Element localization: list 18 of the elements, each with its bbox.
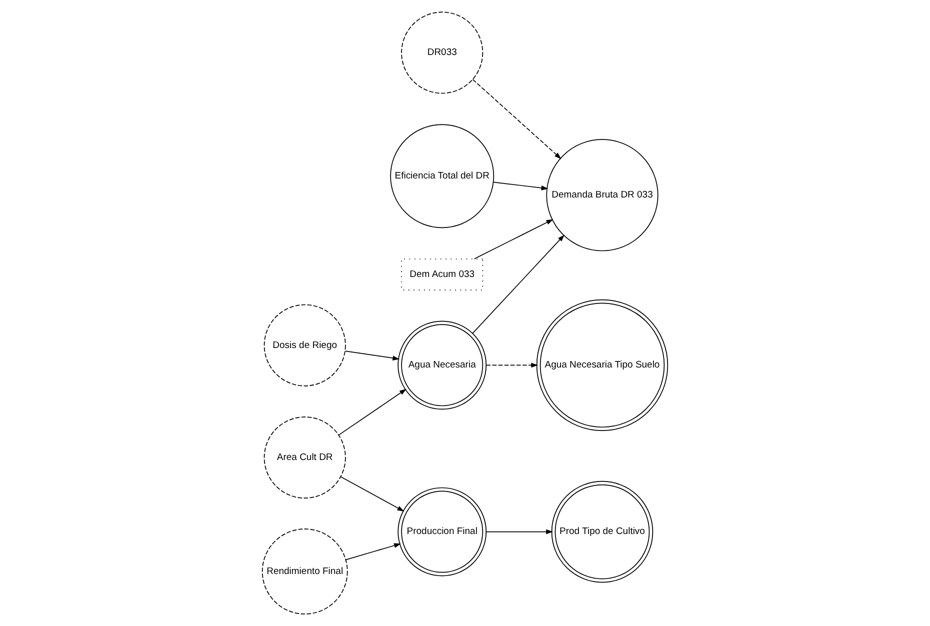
arrow [344, 350, 400, 360]
arrow [340, 476, 404, 512]
node-circle: Rendimiento Final [262, 528, 348, 614]
node-circle: Prod Tipo de Cultivo [551, 480, 654, 583]
arrow [338, 388, 406, 436]
arrow [345, 543, 401, 560]
node-circle: Area Cult DR [264, 416, 346, 499]
node-circle: Agua Necesaria Tipo Suelo [536, 299, 668, 432]
arrow [472, 234, 564, 334]
node-circle: Eficiencia Total del DR [390, 124, 494, 228]
arrow [486, 362, 538, 368]
node-box: Dem Acum 033 [401, 258, 484, 290]
arrow [474, 219, 554, 260]
node-circle: Dosis de Riego [264, 304, 346, 386]
arrow [486, 529, 554, 534]
node-circle: DR033 [401, 12, 484, 94]
arrow [493, 182, 548, 190]
arrow [472, 79, 562, 160]
